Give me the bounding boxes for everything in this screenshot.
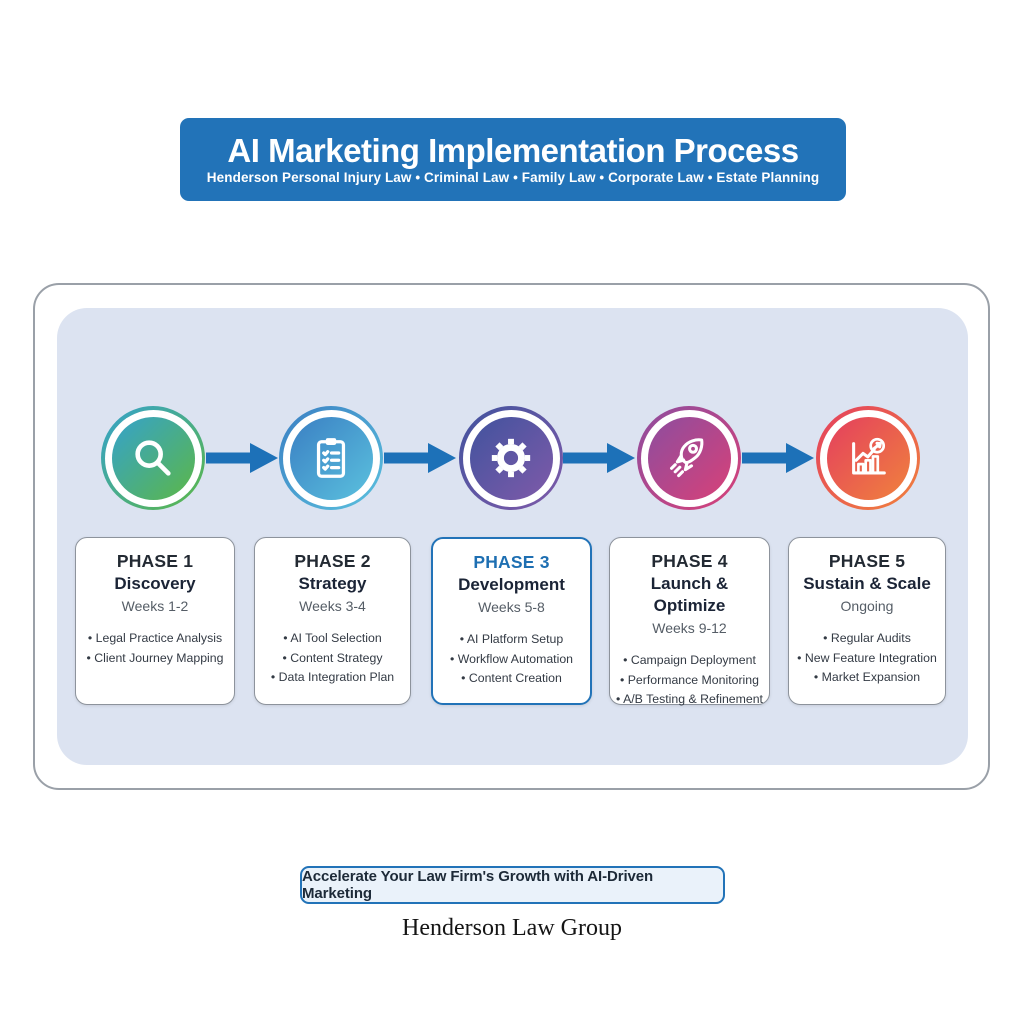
phase4-circle-inner: [647, 416, 731, 500]
footer-company: Henderson Law Group: [402, 915, 622, 941]
phase-bullets: AI Platform Setup Workflow Automation Co…: [450, 631, 573, 687]
arrow-right-icon: [742, 443, 814, 473]
phase-card-1: PHASE 1 Discovery Weeks 1-2 Legal Practi…: [75, 537, 235, 705]
cta-label: Accelerate Your Law Firm's Growth with A…: [302, 868, 654, 902]
phase-name: Launch & Optimize: [650, 573, 729, 615]
bullet-item: A/B Testing & Refinement: [616, 691, 763, 708]
phase2-circle: [279, 406, 383, 510]
phase-card-2: PHASE 2 Strategy Weeks 3-4 AI Tool Selec…: [254, 537, 411, 705]
phase2-circle-ring: [282, 409, 380, 507]
phase5-circle-inner: [826, 416, 910, 500]
growth-chart-icon: [852, 437, 886, 475]
bullet-item: Legal Practice Analysis: [87, 630, 224, 647]
phase-bullets: Regular Audits New Feature Integration M…: [797, 630, 937, 686]
phase-name: Development: [458, 574, 565, 594]
phase5-circle-ring: [819, 409, 917, 507]
bullet-item: Performance Monitoring: [616, 672, 763, 689]
arrow-right-icon: [563, 443, 635, 473]
bullet-item: Client Journey Mapping: [87, 650, 223, 667]
phase-name: Discovery: [114, 573, 196, 593]
page-title: AI Marketing Implementation Process: [227, 132, 799, 170]
phase-label: PHASE 4: [651, 551, 728, 571]
bullet-item: New Feature Integration: [797, 650, 937, 667]
phase4-circle-ring: [640, 409, 738, 507]
phase-label: PHASE 3: [473, 552, 550, 572]
bullet-item: Campaign Deployment: [616, 652, 763, 669]
magnifier-icon: [135, 440, 171, 476]
cta-banner: Accelerate Your Law Firm's Growth with A…: [300, 866, 725, 904]
bullet-item: Content Strategy: [271, 650, 394, 667]
phase-duration: Ongoing: [840, 597, 894, 614]
phase3-circle-ring: [462, 409, 560, 507]
header-banner: AI Marketing Implementation Process Hend…: [180, 118, 846, 201]
phase-bullets: Campaign Deployment Performance Monitori…: [616, 652, 763, 708]
phase3-circle-inner: [469, 416, 553, 500]
bullet-item: Market Expansion: [797, 669, 937, 686]
phase-name: Sustain & Scale: [803, 573, 931, 593]
bullet-item: Content Creation: [450, 670, 573, 687]
bullet-item: Data Integration Plan: [271, 669, 395, 686]
phase-bullets: Legal Practice Analysis Client Journey M…: [87, 630, 224, 667]
phase-label: PHASE 2: [294, 551, 371, 571]
bullet-item: Regular Audits: [797, 630, 937, 647]
phase-duration: Weeks 1-2: [121, 597, 189, 614]
rocket-icon: [670, 438, 704, 478]
gear-icon: [491, 438, 531, 478]
phase1-circle-ring: [104, 409, 202, 507]
phase2-circle-inner: [289, 416, 373, 500]
phase-duration: Weeks 3-4: [299, 597, 366, 614]
bullet-item: Workflow Automation: [450, 651, 573, 668]
phase-card-4: PHASE 4 Launch & Optimize Weeks 9-12 Cam…: [609, 537, 770, 708]
arrow-right-icon: [206, 443, 278, 473]
phase-label: PHASE 1: [116, 551, 194, 571]
phase-card-3: PHASE 3 Development Weeks 5-8 AI Platfor…: [431, 537, 592, 705]
arrow-right-icon: [384, 443, 456, 473]
phase-card-5: PHASE 5 Sustain & Scale Ongoing Regular …: [788, 537, 946, 705]
phase3-circle: [459, 406, 563, 510]
phase1-circle: [101, 406, 205, 510]
phase4-circle: [637, 406, 741, 510]
phase-duration: Weeks 5-8: [478, 598, 545, 615]
header-subtitle: Henderson Personal Injury Law • Criminal…: [206, 170, 820, 186]
bullet-item: AI Tool Selection: [271, 630, 394, 647]
phase5-circle: [816, 406, 920, 510]
phase-label: PHASE 5: [828, 551, 906, 571]
clipboard-checklist-icon: [316, 438, 346, 478]
phase1-circle-inner: [111, 416, 195, 500]
phase-bullets: AI Tool Selection Content Strategy Data …: [271, 630, 395, 686]
phase-name: Strategy: [298, 573, 367, 593]
phase-duration: Weeks 9-12: [652, 620, 727, 637]
bullet-item: AI Platform Setup: [450, 631, 573, 648]
